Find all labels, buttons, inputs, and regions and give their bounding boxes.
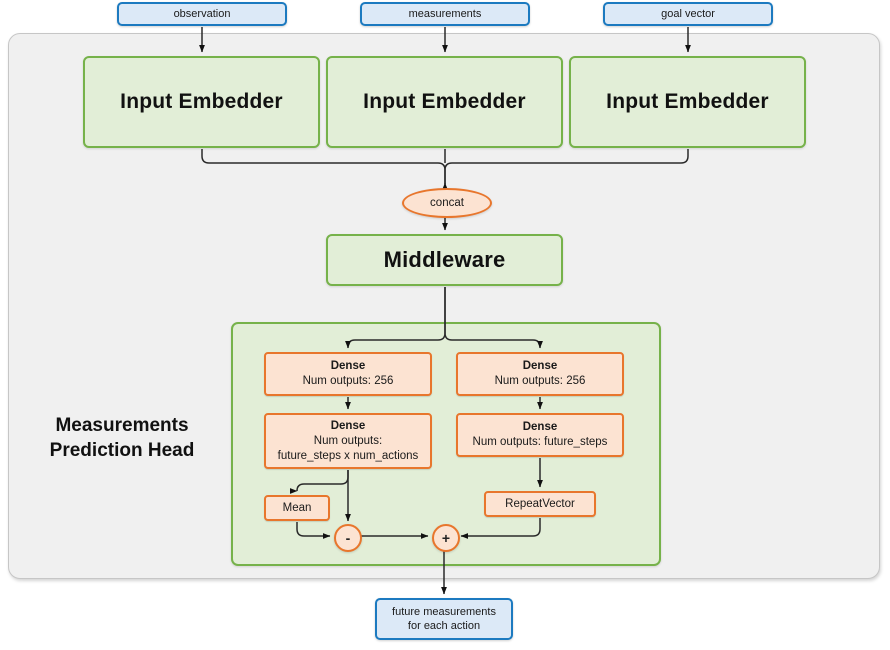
dense-right-1-title: Dense — [522, 360, 558, 372]
input-embedder-1-label: Input Embedder — [120, 90, 283, 113]
repeat-vector-label: RepeatVector — [505, 497, 575, 510]
concat-label: concat — [430, 197, 464, 209]
input-box-measurements[interactable]: measurements — [360, 2, 530, 26]
mean-label: Mean — [282, 501, 312, 514]
concat-node[interactable]: concat — [402, 188, 492, 218]
input-embedder-3[interactable]: Input Embedder — [569, 56, 806, 148]
dense-right-1-sub: Num outputs: 256 — [494, 375, 586, 387]
dense-right-2-title: Dense — [522, 421, 558, 433]
dense-right-1[interactable]: Dense Num outputs: 256 — [456, 352, 624, 396]
dense-left-1-title: Dense — [330, 360, 366, 372]
dense-right-2-sub: Num outputs: future_steps — [472, 436, 608, 448]
dense-left-1-sub: Num outputs: 256 — [302, 375, 394, 387]
middleware-label: Middleware — [383, 247, 506, 272]
add-operator-label: + — [441, 530, 451, 546]
dense-left-1[interactable]: Dense Num outputs: 256 — [264, 352, 432, 396]
head-title-line2: Prediction Head — [49, 440, 195, 461]
output-label-line1: future measurements — [392, 606, 496, 618]
input-label-goal-vector: goal vector — [661, 8, 715, 20]
input-label-measurements: measurements — [408, 8, 482, 20]
input-label-observation: observation — [173, 8, 231, 20]
middleware-block[interactable]: Middleware — [326, 234, 563, 286]
dense-right-2[interactable]: Dense Num outputs: future_steps — [456, 413, 624, 457]
output-box-future-measurements[interactable]: future measurements for each action — [375, 598, 513, 640]
output-label-line2: for each action — [407, 620, 481, 632]
input-box-observation[interactable]: observation — [117, 2, 287, 26]
dense-left-2-sub2: future_steps x num_actions — [277, 449, 419, 462]
subtract-operator-label: - — [345, 530, 351, 546]
subtract-operator[interactable]: - — [334, 524, 362, 552]
input-embedder-1[interactable]: Input Embedder — [83, 56, 320, 148]
head-title: Measurements Prediction Head — [22, 413, 222, 463]
repeat-vector-block[interactable]: RepeatVector — [484, 491, 596, 517]
dense-left-2-title: Dense — [330, 419, 366, 432]
input-embedder-2[interactable]: Input Embedder — [326, 56, 563, 148]
add-operator[interactable]: + — [432, 524, 460, 552]
dense-left-2[interactable]: Dense Num outputs: future_steps x num_ac… — [264, 413, 432, 469]
input-embedder-2-label: Input Embedder — [363, 90, 526, 113]
input-embedder-3-label: Input Embedder — [606, 90, 769, 113]
dense-left-2-sub1: Num outputs: — [313, 434, 383, 447]
mean-block[interactable]: Mean — [264, 495, 330, 521]
input-box-goal-vector[interactable]: goal vector — [603, 2, 773, 26]
head-title-line1: Measurements — [55, 415, 189, 436]
